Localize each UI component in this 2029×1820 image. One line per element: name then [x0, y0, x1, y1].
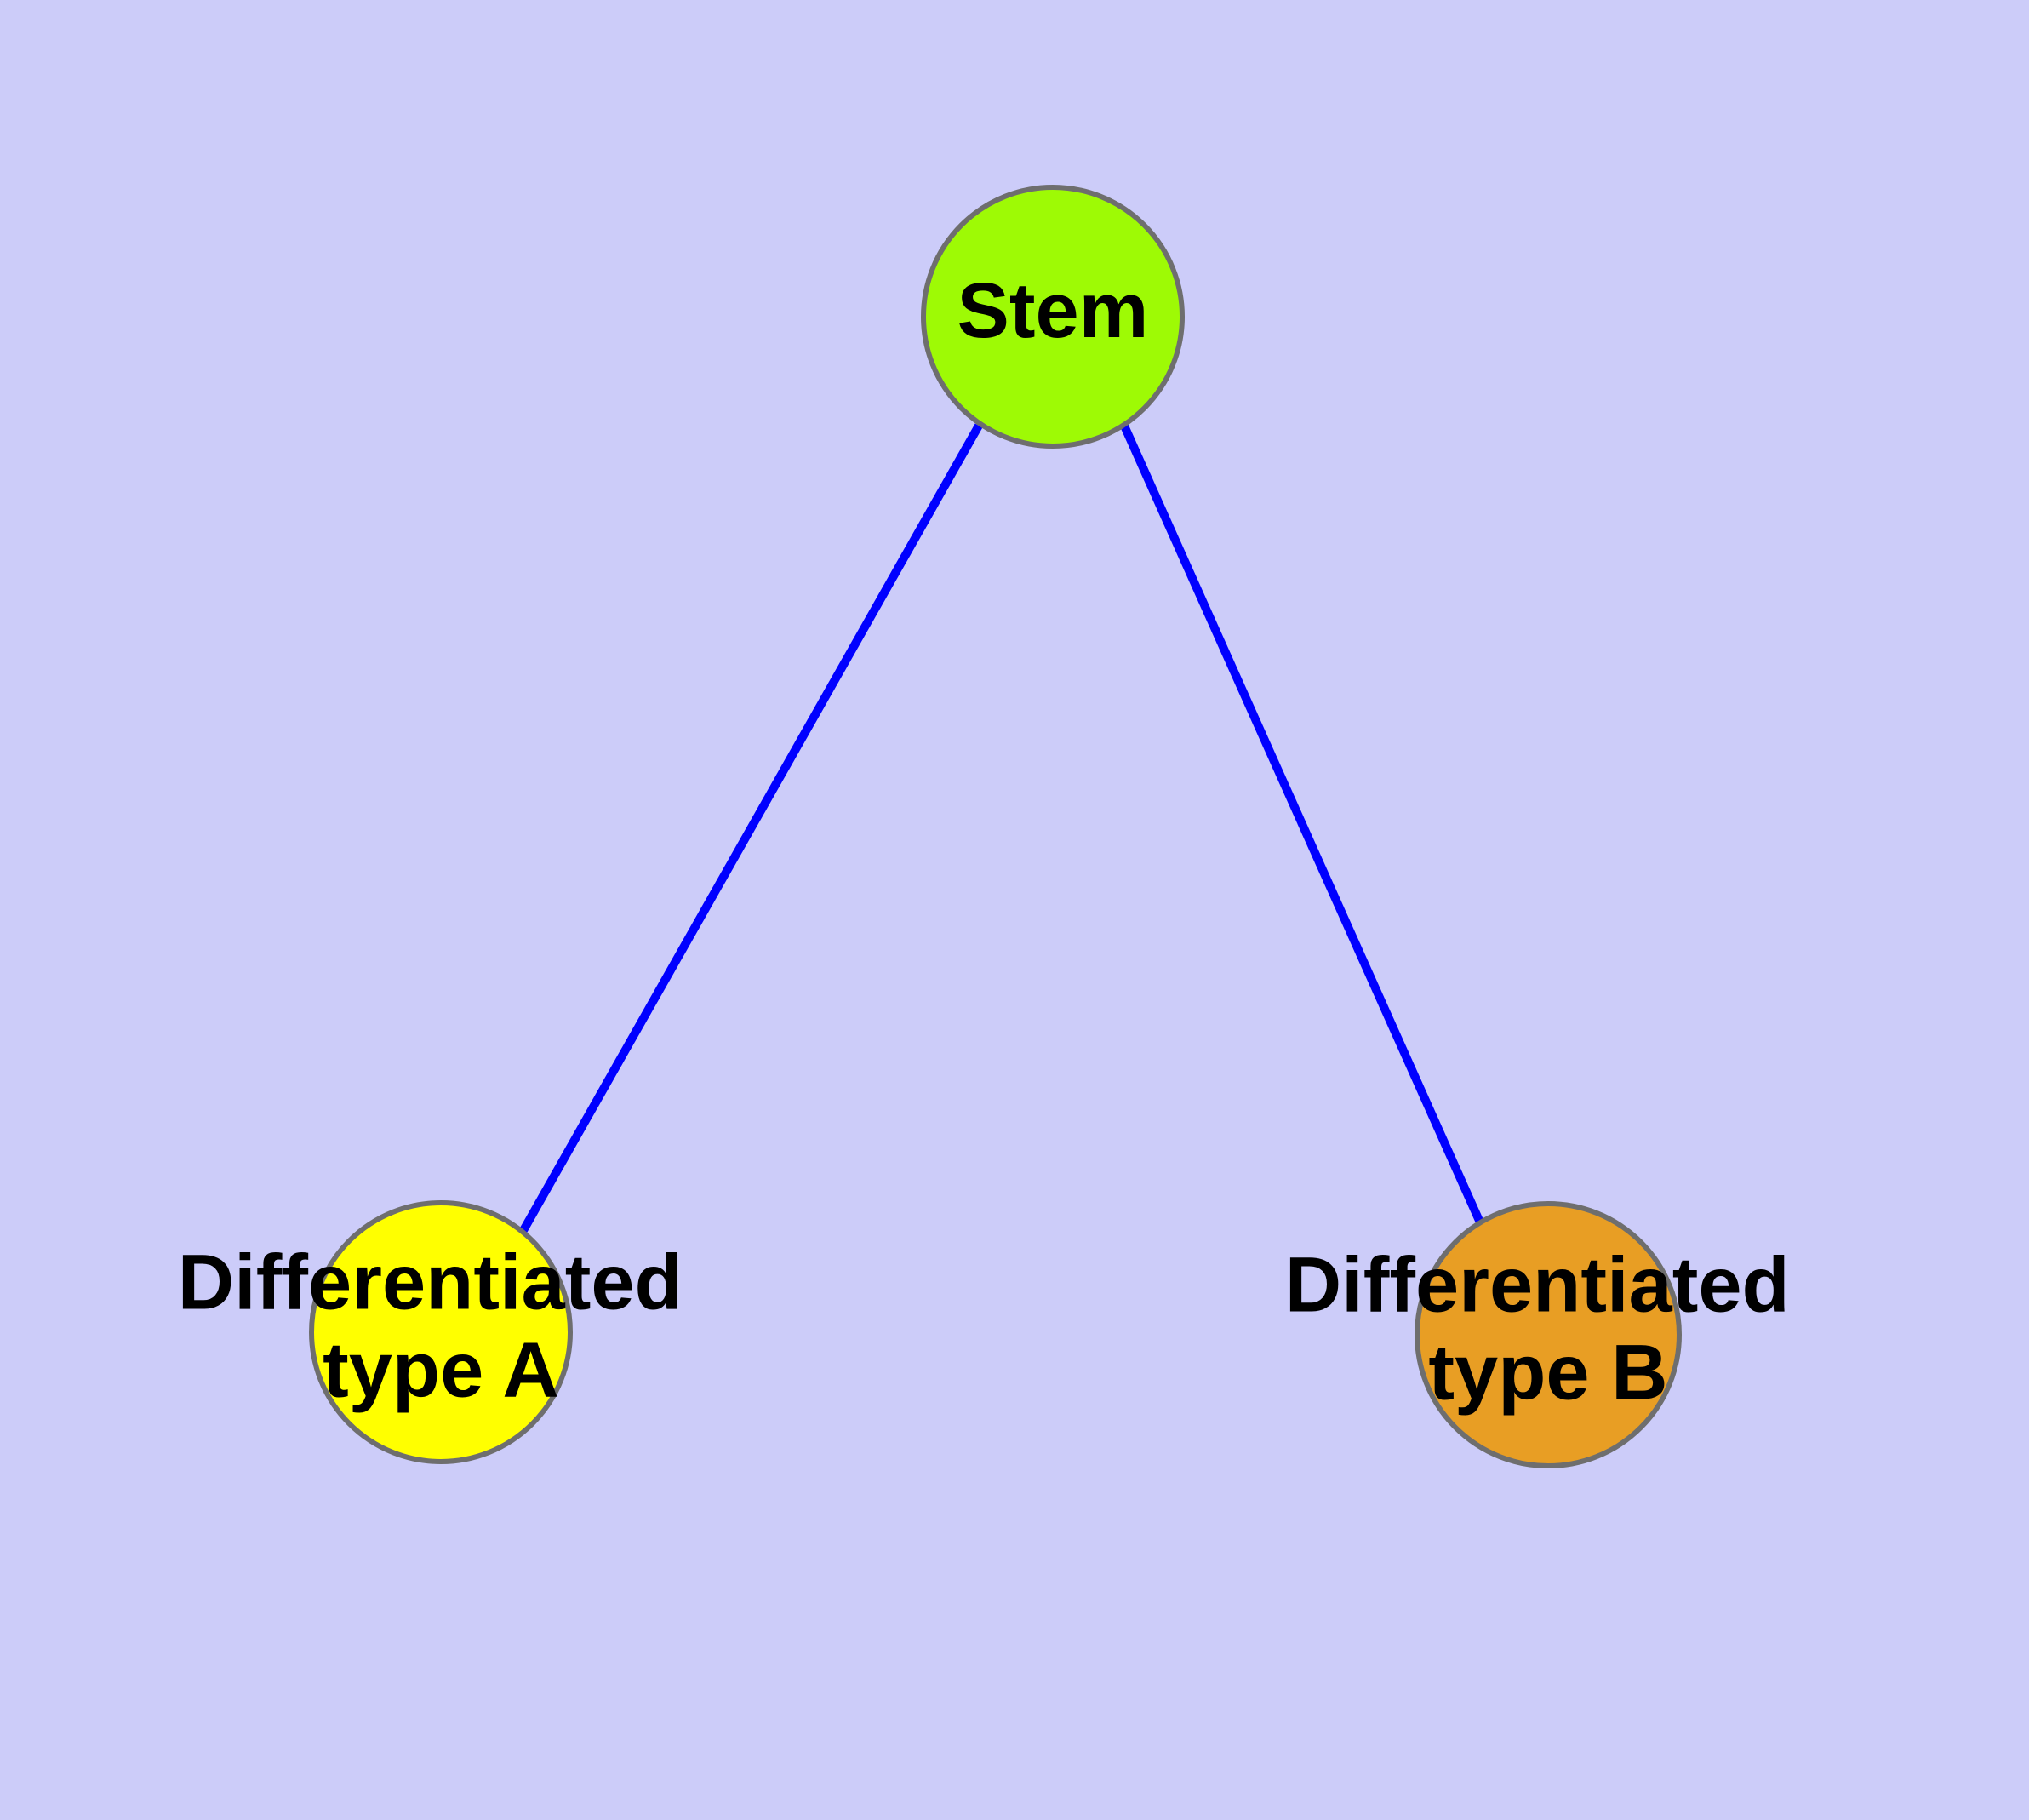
labels-group: Stem Differentiated type A Differentiate…: [178, 267, 1812, 1417]
node-differentiated-type-a[interactable]: [309, 1200, 573, 1464]
edges-group: [518, 421, 1484, 1234]
node-differentiated-type-b-label: Differentiated type B: [1285, 1242, 1812, 1417]
node-stem-label: Stem: [957, 267, 1149, 354]
edge-stem-to-differentiated-a[interactable]: [518, 423, 983, 1234]
edge-stem-to-differentiated-b[interactable]: [1119, 421, 1484, 1225]
node-stem[interactable]: [921, 185, 1185, 449]
node-differentiated-type-b[interactable]: [1415, 1201, 1682, 1468]
node-differentiated-type-a-label: Differentiated type A: [178, 1239, 705, 1414]
nodes-group: [309, 185, 1682, 1468]
